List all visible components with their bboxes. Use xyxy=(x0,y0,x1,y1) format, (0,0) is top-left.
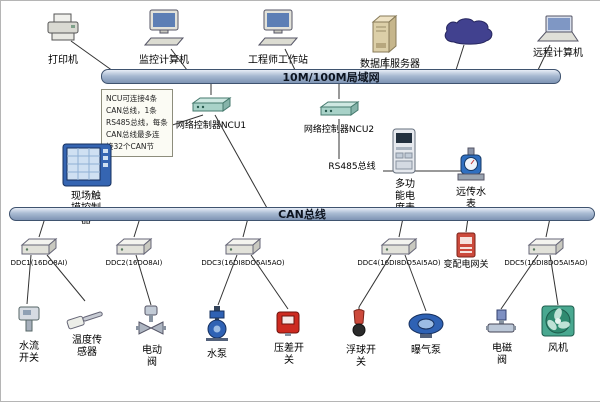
printer-icon xyxy=(44,13,82,47)
water-meter-label: 远传水表 xyxy=(456,187,486,210)
note-line: RS485总线，每条 xyxy=(106,118,168,127)
motor-valve-icon xyxy=(135,305,167,343)
can-connectors xyxy=(38,217,551,238)
water-pump-icon xyxy=(202,305,232,347)
field-connectors xyxy=(26,254,559,312)
note-line: CAN总线最多连 xyxy=(106,130,160,139)
ddc4-label: DDC4(16DI8DO5AI5AO) xyxy=(357,259,441,267)
database-server-icon xyxy=(369,13,399,59)
ddc4-icon xyxy=(379,237,419,261)
ddc1-icon xyxy=(19,237,59,261)
workstation-label: 工程师工作站 xyxy=(248,55,308,66)
temp-sensor-icon xyxy=(65,299,107,335)
ncu2-icon xyxy=(317,99,361,123)
lan-connectors xyxy=(70,40,551,99)
aeration-pump-label: 曝气泵 xyxy=(411,345,441,356)
rs485-bus-label: RS485总线 xyxy=(321,159,383,172)
float-switch-icon xyxy=(348,307,370,343)
ncu1-label: 网络控制器NCU1 xyxy=(175,121,247,131)
touch-panel-icon xyxy=(62,143,112,191)
flow-switch-icon xyxy=(16,304,42,338)
lan-bus: 10M/100M局域网 xyxy=(101,69,561,84)
lan-bus-label: 10M/100M局域网 xyxy=(282,70,380,84)
pressure-switch-label: 压差开关 xyxy=(274,343,304,366)
fan-icon xyxy=(541,305,575,341)
solenoid-valve-icon xyxy=(486,309,516,341)
database-server-label: 数据库服务器 xyxy=(360,59,420,70)
ddc3-icon xyxy=(223,237,263,261)
workstation-icon xyxy=(255,9,301,53)
pressure-switch-icon xyxy=(274,309,302,341)
fan-label: 风机 xyxy=(548,343,568,354)
float-switch-label: 浮球开关 xyxy=(346,345,376,368)
temp-sensor-label: 温度传感器 xyxy=(72,335,102,358)
water-meter-icon xyxy=(457,147,485,187)
ncu-note-box: NCU可连接4条 CAN总线，1条 RS485总线，每条 CAN总线最多连 接3… xyxy=(101,89,173,157)
flow-switch-label: 水流开关 xyxy=(19,341,39,364)
power-gateway-icon xyxy=(454,232,478,262)
ncu1-icon xyxy=(189,95,233,119)
solenoid-valve-label: 电磁阀 xyxy=(492,343,512,366)
remote-laptop-icon xyxy=(534,15,580,49)
ddc5-icon xyxy=(526,237,566,261)
ddc2-label: DDC2(16DO8AI) xyxy=(105,259,163,267)
note-line: 接32个CAN节 xyxy=(106,142,155,151)
monitoring-computer-icon xyxy=(141,9,187,53)
remote-computer-label: 远程计算机 xyxy=(533,48,583,59)
power-gateway-label: 变配电网关 xyxy=(443,260,489,270)
motor-valve-label: 电动阀 xyxy=(142,345,162,368)
ddc2-icon xyxy=(114,237,154,261)
ddc1-label: DDC1(16DO8AI) xyxy=(10,259,68,267)
monitoring-computer-label: 监控计算机 xyxy=(139,55,189,66)
ddc3-label: DDC3(16DI8DO5AI5AO) xyxy=(201,259,285,267)
printer-label: 打印机 xyxy=(48,55,78,66)
ddc5-label: DDC5(16DI8DO5AI5AO) xyxy=(504,259,588,267)
can-bus-label: CAN总线 xyxy=(278,208,326,221)
aeration-pump-icon xyxy=(406,311,446,343)
internet-cloud-icon xyxy=(441,17,495,51)
can-bus: CAN总线 xyxy=(9,207,595,221)
note-line: CAN总线，1条 xyxy=(106,106,157,115)
power-meter-icon xyxy=(391,127,417,179)
note-line: NCU可连接4条 xyxy=(106,94,158,103)
water-pump-label: 水泵 xyxy=(207,349,227,360)
